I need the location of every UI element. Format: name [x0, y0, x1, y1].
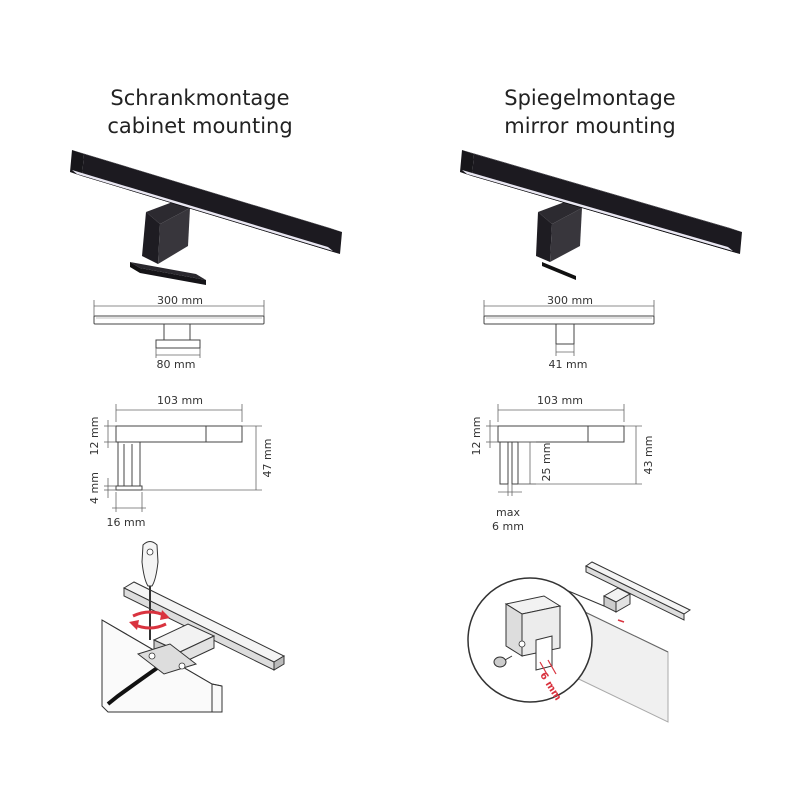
- mirror-mount-title: Spiegelmontage mirror mounting: [440, 84, 740, 140]
- mirror-side-profile: 103 mm 12 mm 25 mm 43 mm max 6 mm: [470, 394, 655, 533]
- cabinet-lamp-render: [70, 150, 342, 285]
- cabinet-mount-title-de: Schrankmontage: [110, 86, 290, 110]
- cabinet-top-view: 300 mm 80 mm: [93, 294, 265, 371]
- rotate-arrow-icon: [129, 610, 170, 630]
- cabinet-mount-title: Schrankmontage cabinet mounting: [50, 84, 350, 140]
- cabinet-depth-dim: 103 mm: [157, 394, 203, 407]
- cabinet-height-dim: 47 mm: [261, 439, 274, 478]
- mirror-width-dim: 300 mm: [547, 294, 593, 307]
- mirror-clamp-height-dim: 25 mm: [540, 443, 553, 482]
- mirror-bar-height-dim: 12 mm: [470, 417, 483, 456]
- cabinet-bar-height-dim: 12 mm: [88, 417, 101, 456]
- cabinet-base-dim: 80 mm: [157, 358, 196, 371]
- mirror-install-illustration: 6 mm: [467, 561, 692, 723]
- mirror-max-label: max: [496, 506, 520, 519]
- mirror-depth-dim: 103 mm: [537, 394, 583, 407]
- mirror-top-view: 300 mm 41 mm: [483, 294, 655, 371]
- mirror-lamp-render: [460, 150, 742, 280]
- cabinet-width-dim: 300 mm: [157, 294, 203, 307]
- mirror-height-dim: 43 mm: [642, 436, 655, 475]
- mirror-mount-title-de: Spiegelmontage: [504, 86, 676, 110]
- mirror-max-value: 6 mm: [492, 520, 524, 533]
- set-screw-icon: [493, 655, 513, 668]
- mirror-mount-title-en: mirror mounting: [504, 114, 676, 138]
- cabinet-mount-title-en: cabinet mounting: [107, 114, 293, 138]
- cabinet-side-profile: 103 mm 12 mm 4 mm 47 mm 16 mm: [88, 394, 274, 529]
- mirror-base-dim: 41 mm: [549, 358, 588, 371]
- cabinet-foot-dim: 16 mm: [107, 516, 146, 529]
- cabinet-plate-height-dim: 4 mm: [88, 472, 101, 504]
- cabinet-install-illustration: [101, 541, 286, 713]
